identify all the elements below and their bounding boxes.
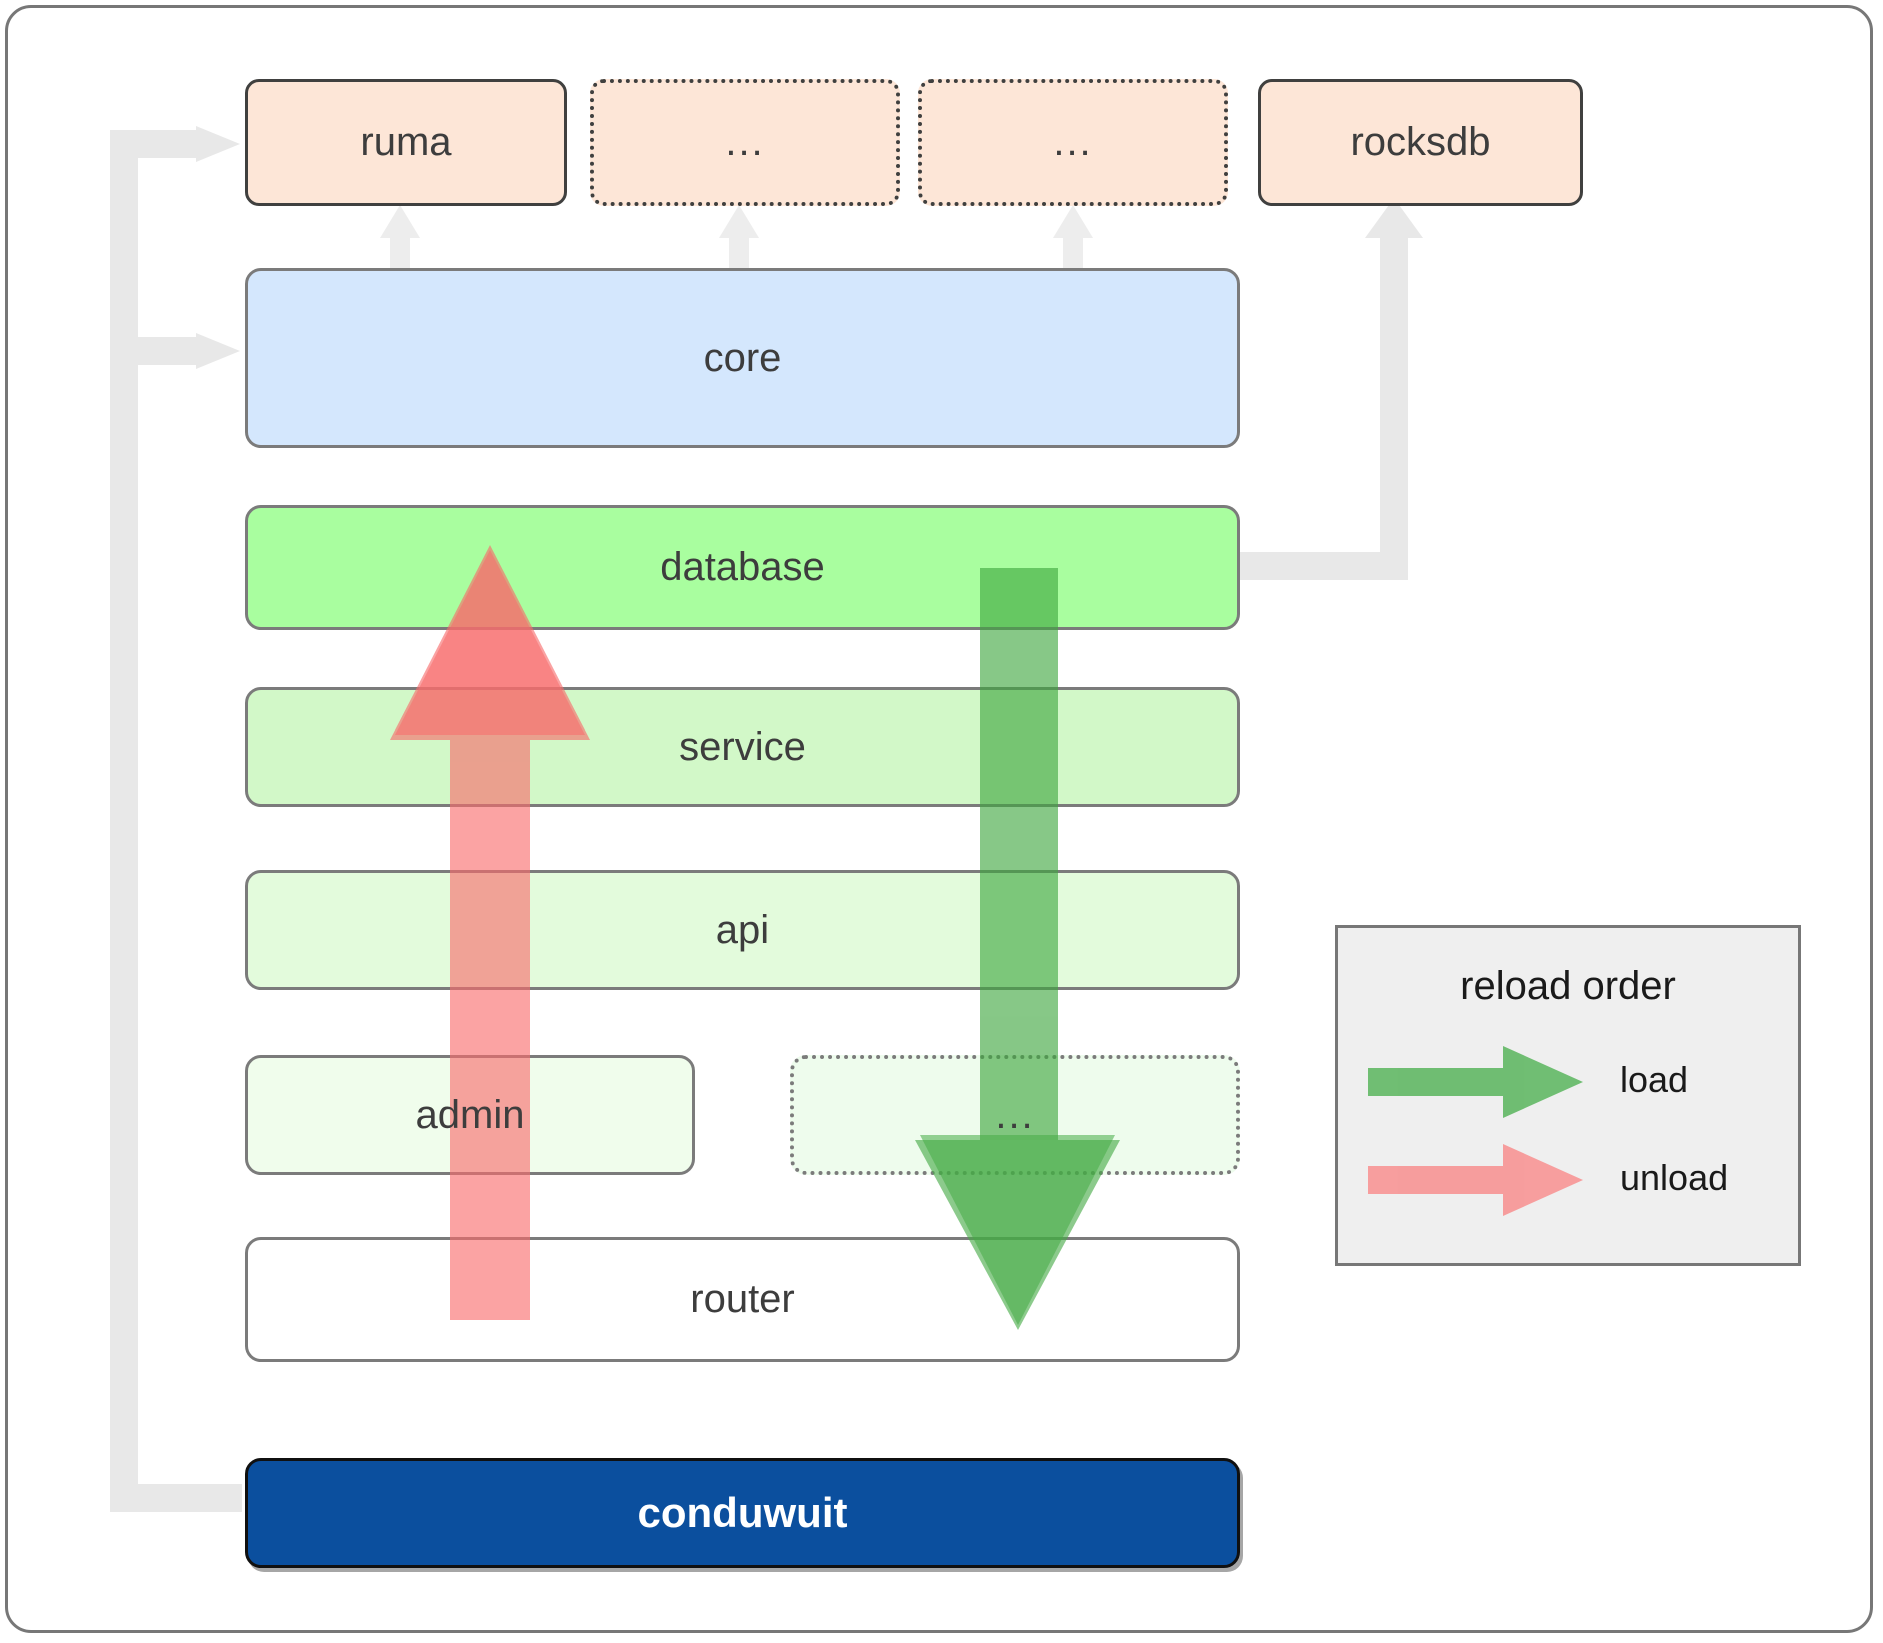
node-ruma-label: ruma [360, 120, 452, 164]
legend-load-arrow [1368, 1046, 1583, 1118]
node-router-label: router [690, 1277, 795, 1321]
node-conduwuit-label: conduwuit [637, 1489, 848, 1536]
node-rocksdb[interactable]: rocksdb [1258, 79, 1583, 206]
node-admin[interactable]: admin [245, 1055, 695, 1175]
legend-title: reload order [1460, 964, 1676, 1008]
node-ruma[interactable]: ruma [245, 79, 567, 206]
node-core-label: core [703, 335, 782, 380]
node-dep-ellipsis-1[interactable]: ... [590, 79, 900, 206]
legend-load-label: load [1620, 1059, 1689, 1100]
node-database[interactable]: database [245, 505, 1240, 630]
node-rocksdb-label: rocksdb [1350, 120, 1491, 164]
node-router[interactable]: router [245, 1237, 1240, 1362]
node-service[interactable]: service [245, 687, 1240, 807]
node-admin-label: admin [415, 1092, 525, 1137]
node-api-label: api [715, 907, 770, 952]
legend-arrow-svg [1368, 1046, 1583, 1216]
node-core[interactable]: core [245, 268, 1240, 448]
node-conduwuit[interactable]: conduwuit [245, 1458, 1240, 1568]
node-dep-ellipsis-2[interactable]: ... [918, 79, 1228, 206]
legend-unload-arrow [1368, 1144, 1583, 1216]
node-stack-ellipsis-label: ... [995, 1092, 1035, 1137]
diagram-frame [5, 5, 1873, 1633]
legend-panel: reload order load unload [1335, 925, 1801, 1266]
node-database-label: database [660, 545, 825, 589]
legend-unload-label: unload [1620, 1157, 1729, 1198]
node-api[interactable]: api [245, 870, 1240, 990]
node-dep-ellipsis-2-label: ... [1053, 120, 1093, 164]
node-stack-ellipsis[interactable]: ... [790, 1055, 1240, 1175]
node-service-label: service [679, 724, 806, 769]
node-dep-ellipsis-1-label: ... [725, 120, 765, 164]
